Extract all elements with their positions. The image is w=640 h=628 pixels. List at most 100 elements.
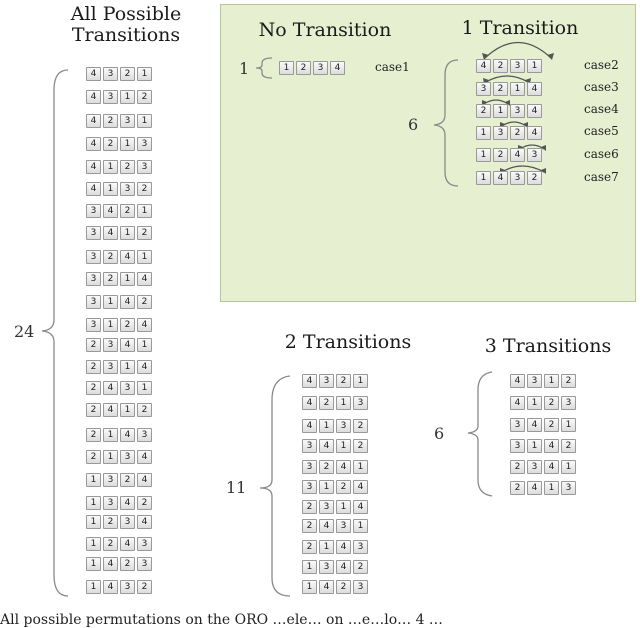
case-label-7: case7 xyxy=(584,170,619,184)
permutation-cell: 1 xyxy=(103,450,118,464)
permutation-cell: 1 xyxy=(561,460,576,474)
permutation-cell: 4 xyxy=(336,540,351,554)
permutation-cell: 2 xyxy=(137,226,152,240)
permutation-cell: 2 xyxy=(544,396,559,410)
permutation-cell: 3 xyxy=(313,61,328,75)
permutation-cell: 1 xyxy=(353,374,368,388)
permutation-cell: 3 xyxy=(120,182,135,196)
permutation-cell: 4 xyxy=(103,403,118,417)
permutation-cell: 4 xyxy=(120,295,135,309)
permutation-cell: 1 xyxy=(476,148,491,162)
permutation-cell: 3 xyxy=(319,500,334,514)
permutation-cell: 4 xyxy=(137,473,152,487)
permutation-cell: 4 xyxy=(120,496,135,510)
permutation-cell: 1 xyxy=(86,537,101,551)
permutation-cell: 2 xyxy=(544,418,559,432)
permutation-cell: 2 xyxy=(336,480,351,494)
permutation-cell: 2 xyxy=(319,396,334,410)
permutation-cell: 1 xyxy=(353,460,368,474)
permutation-cell: 3 xyxy=(86,226,101,240)
permutation-cell: 4 xyxy=(86,67,101,81)
permutation-cell: 3 xyxy=(336,419,351,433)
permutation-cell: 2 xyxy=(510,126,525,140)
permutation-cell: 3 xyxy=(302,480,317,494)
all-brace xyxy=(41,69,69,597)
permutation-cell: 1 xyxy=(336,439,351,453)
permutation-cell: 1 xyxy=(544,374,559,388)
permutation-cell: 2 xyxy=(510,481,525,495)
one-transition-title: 1 Transition xyxy=(461,17,579,39)
three-transitions-title: 3 Transitions xyxy=(484,335,612,357)
permutation-cell: 2 xyxy=(353,439,368,453)
permutation-cell: 4 xyxy=(103,580,118,594)
two-transitions-title: 2 Transitions xyxy=(284,331,412,353)
permutation-cell: 4 xyxy=(120,428,135,442)
permutation-cell: 4 xyxy=(103,204,118,218)
permutation-cell: 4 xyxy=(330,61,345,75)
permutation-cell: 4 xyxy=(86,182,101,196)
permutation-cell: 2 xyxy=(120,557,135,571)
permutation-cell: 1 xyxy=(120,137,135,151)
permutation-cell: 2 xyxy=(120,67,135,81)
permutation-cell: 3 xyxy=(510,439,525,453)
permutation-cell: 1 xyxy=(86,515,101,529)
permutation-cell: 1 xyxy=(120,272,135,286)
permutation-cell: 1 xyxy=(279,61,294,75)
permutation-cell: 3 xyxy=(86,318,101,332)
one-transition-count-label: 6 xyxy=(408,115,419,134)
permutation-cell: 1 xyxy=(103,160,118,174)
permutation-cell: 3 xyxy=(302,460,317,474)
permutation-cell: 4 xyxy=(86,114,101,128)
permutation-cell: 2 xyxy=(319,460,334,474)
permutation-cell: 2 xyxy=(103,515,118,529)
permutation-cell: 2 xyxy=(120,204,135,218)
permutation-cell: 3 xyxy=(86,204,101,218)
permutation-cell: 4 xyxy=(527,418,542,432)
permutation-cell: 2 xyxy=(103,537,118,551)
permutation-cell: 4 xyxy=(527,481,542,495)
permutation-cell: 1 xyxy=(137,114,152,128)
permutation-cell: 2 xyxy=(137,90,152,104)
permutation-cell: 4 xyxy=(493,171,508,185)
permutation-cell: 2 xyxy=(137,182,152,196)
permutation-cell: 3 xyxy=(527,374,542,388)
permutation-cell: 3 xyxy=(353,580,368,594)
permutation-cell: 4 xyxy=(86,137,101,151)
three-transitions-count-label: 6 xyxy=(434,424,445,443)
permutation-cell: 3 xyxy=(86,295,101,309)
permutation-cell: 4 xyxy=(137,360,152,374)
permutation-cell: 1 xyxy=(336,396,351,410)
permutation-cell: 3 xyxy=(120,114,135,128)
permutation-cell: 2 xyxy=(103,114,118,128)
permutation-cell: 3 xyxy=(510,171,525,185)
permutation-cell: 1 xyxy=(527,396,542,410)
permutation-cell: 1 xyxy=(137,250,152,264)
case-label-3: case3 xyxy=(584,80,619,94)
permutation-cell: 4 xyxy=(137,450,152,464)
permutation-cell: 2 xyxy=(86,381,101,395)
permutation-cell: 4 xyxy=(476,59,491,73)
